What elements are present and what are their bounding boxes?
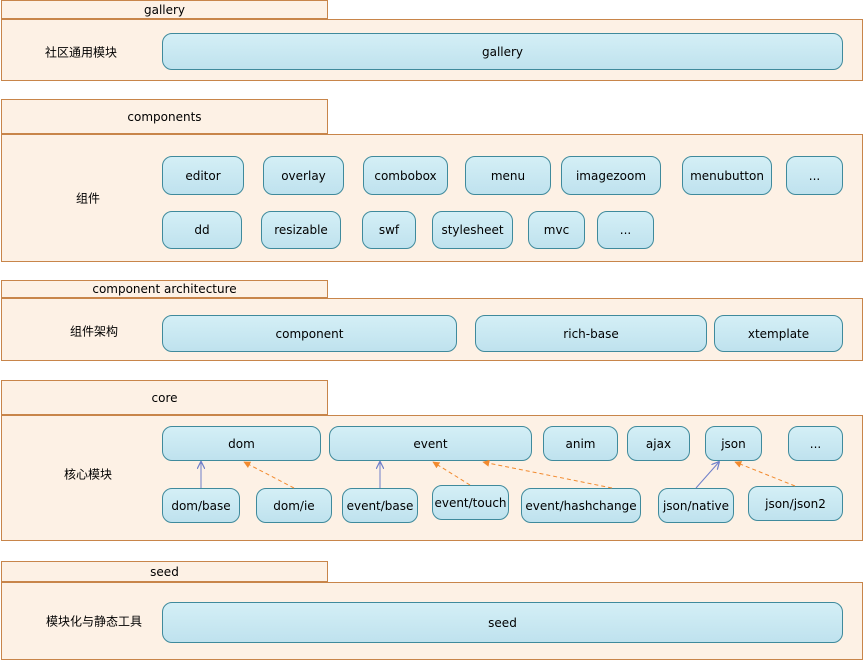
module-seed[interactable]: seed xyxy=(162,602,843,643)
module-dd[interactable]: dd xyxy=(162,211,242,249)
module-mvc[interactable]: mvc xyxy=(528,211,585,249)
module-stylesheet[interactable]: stylesheet xyxy=(432,211,513,249)
layer-label-components: 组件 xyxy=(75,191,101,206)
module-resizable[interactable]: resizable xyxy=(261,211,341,249)
module-more[interactable]: ... xyxy=(597,211,654,249)
layer-label-seed: 模块化与静态工具 xyxy=(45,614,143,629)
module-xtemplate[interactable]: xtemplate xyxy=(714,315,843,352)
module-json-json2[interactable]: json/json2 xyxy=(748,486,843,521)
module-anim[interactable]: anim xyxy=(543,426,618,461)
module-event-hashchange[interactable]: event/hashchange xyxy=(521,488,641,523)
module-menu[interactable]: menu xyxy=(465,156,551,195)
layer-tab-components: components xyxy=(1,99,328,134)
module-gallery[interactable]: gallery xyxy=(162,33,843,70)
module-dom[interactable]: dom xyxy=(162,426,321,461)
module-component[interactable]: component xyxy=(162,315,457,352)
module-imagezoom[interactable]: imagezoom xyxy=(561,156,661,195)
layer-label-component-architecture: 组件架构 xyxy=(69,324,119,339)
module-dom-base[interactable]: dom/base xyxy=(162,488,240,523)
module-json-native[interactable]: json/native xyxy=(658,488,734,523)
module-combobox[interactable]: combobox xyxy=(363,156,448,195)
module-event-base[interactable]: event/base xyxy=(342,488,418,523)
layer-label-gallery: 社区通用模块 xyxy=(44,45,118,60)
module-more[interactable]: ... xyxy=(788,426,843,461)
layer-tab-gallery: gallery xyxy=(1,0,328,19)
layer-label-core: 核心模块 xyxy=(63,467,113,482)
module-overlay[interactable]: overlay xyxy=(263,156,344,195)
layer-tab-component-architecture: component architecture xyxy=(1,280,328,298)
module-event-touch[interactable]: event/touch xyxy=(432,485,509,520)
module-json[interactable]: json xyxy=(705,426,762,461)
module-event[interactable]: event xyxy=(329,426,532,461)
module-menubutton[interactable]: menubutton xyxy=(682,156,772,195)
module-more[interactable]: ... xyxy=(786,156,843,195)
module-swf[interactable]: swf xyxy=(362,211,416,249)
module-ajax[interactable]: ajax xyxy=(627,426,690,461)
module-rich-base[interactable]: rich-base xyxy=(475,315,707,352)
layer-tab-core: core xyxy=(1,380,328,415)
module-dom-ie[interactable]: dom/ie xyxy=(256,488,332,523)
layer-tab-seed: seed xyxy=(1,561,328,582)
module-editor[interactable]: editor xyxy=(162,156,244,195)
